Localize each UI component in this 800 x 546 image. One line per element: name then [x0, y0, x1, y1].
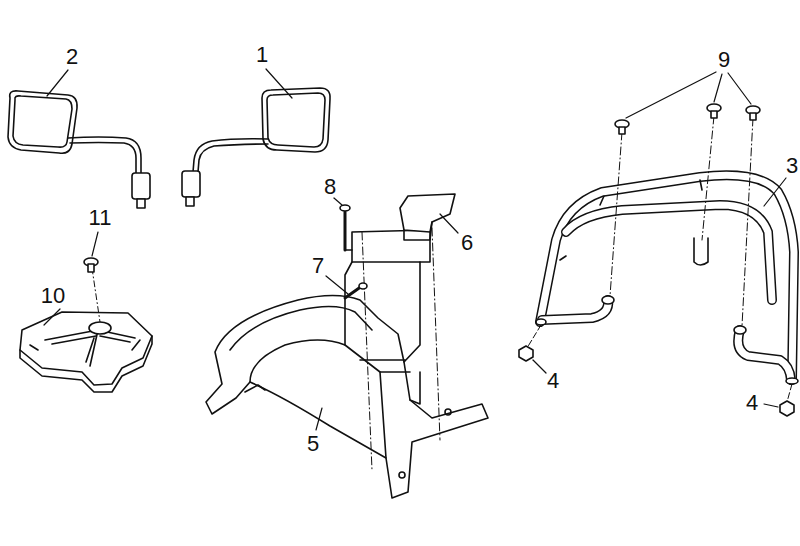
callout-number: 8: [322, 175, 338, 199]
callout-number: 3: [784, 154, 800, 178]
callout-number: 7: [310, 254, 326, 278]
leader-lines: [44, 69, 786, 430]
callout-number: 5: [305, 432, 321, 456]
callout-number: 9: [716, 48, 732, 72]
callout-number: 2: [64, 45, 80, 69]
callout-number: 1: [254, 43, 270, 67]
callout-number: 4: [744, 391, 760, 415]
callout-number: 4: [545, 369, 561, 393]
bolts: [519, 104, 794, 416]
right-mirror: [182, 88, 330, 206]
mount-plate: [20, 258, 152, 392]
callout-number: 10: [39, 284, 67, 308]
callout-number: 11: [87, 206, 114, 230]
guard-bar: [536, 175, 798, 384]
left-mirror: [8, 91, 150, 208]
front-fender: [206, 194, 488, 498]
callout-number: 6: [459, 231, 475, 255]
